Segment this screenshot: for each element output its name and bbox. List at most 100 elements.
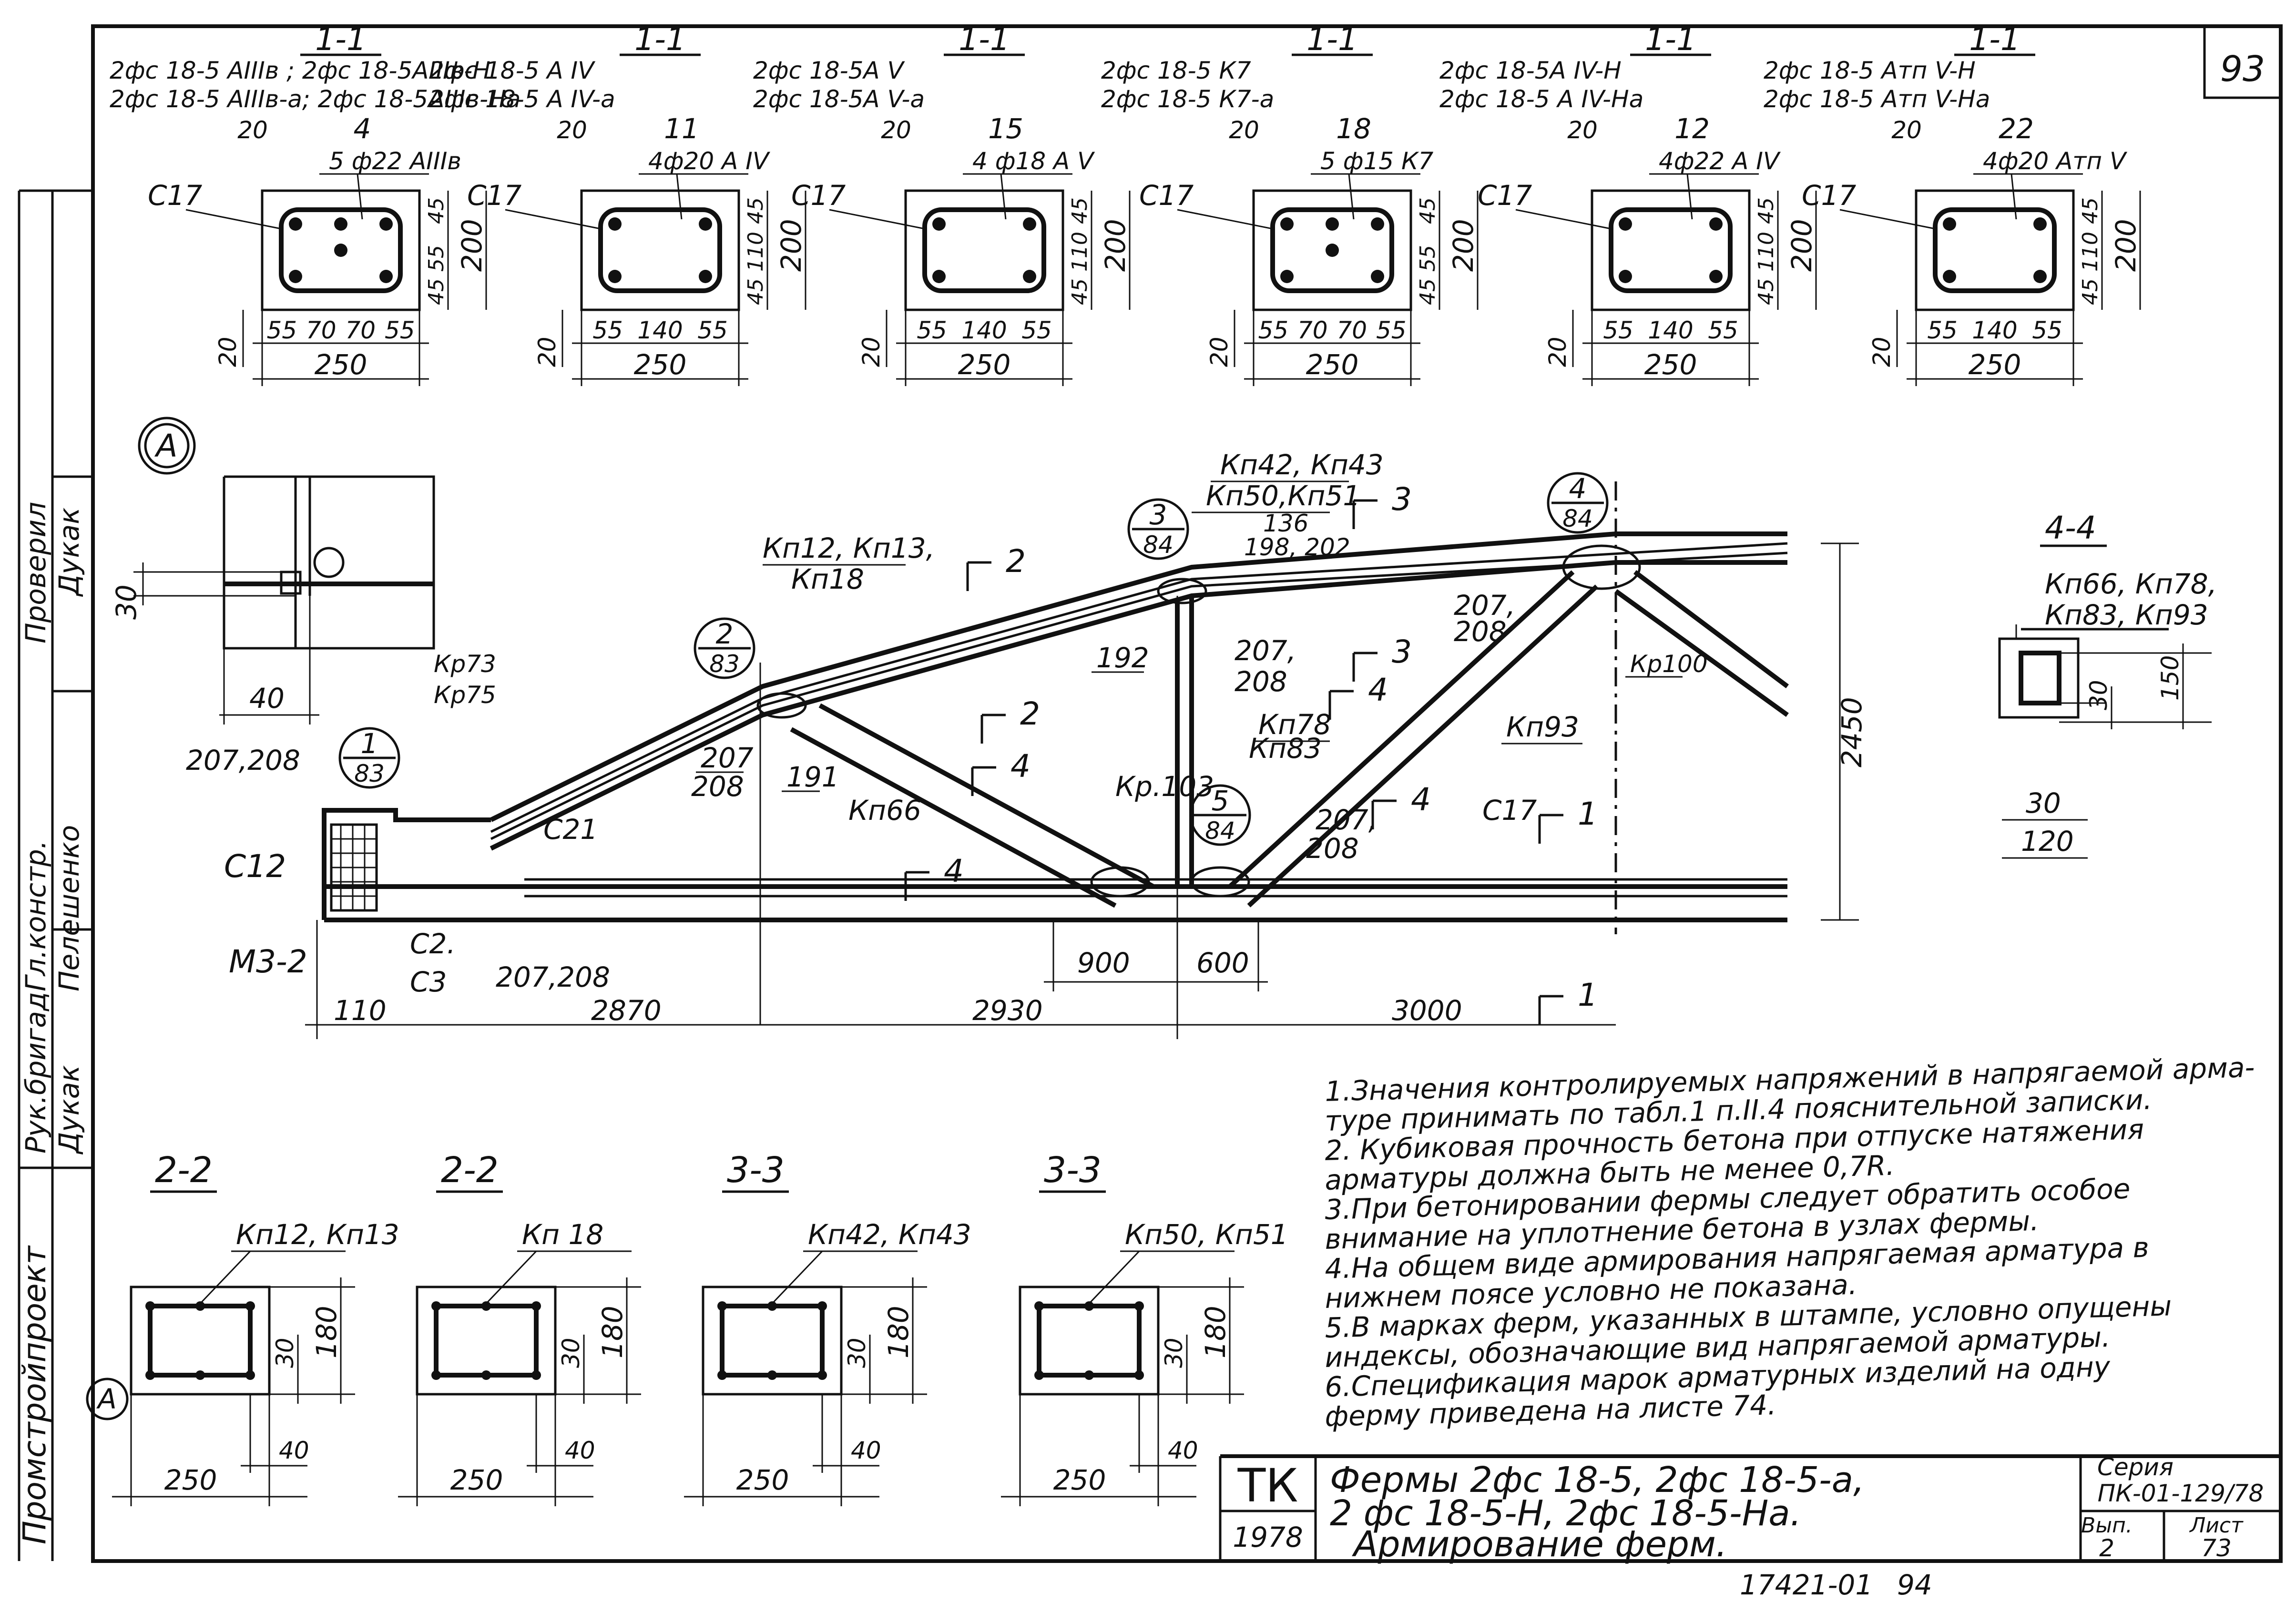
bottom-stamp: 17421-01 <box>1740 1569 1873 1601</box>
dim-h4: 45 <box>1754 278 1778 305</box>
section-mark-2: 2фс 18-5А V-а <box>753 85 925 113</box>
dim-segment: 70 <box>306 316 337 344</box>
section-mark-1: 2фс 18-5 А IV <box>429 57 596 84</box>
dim-cover: 20 <box>1868 337 1896 367</box>
dim-h4: 45 <box>1068 278 1092 305</box>
dim-width: 250 <box>1644 348 1697 381</box>
dim-width: 250 <box>736 1464 789 1496</box>
dim-width: 250 <box>315 348 367 381</box>
node-callout-bottom: 84 <box>1205 817 1235 845</box>
section-title: 1-1 <box>1306 21 1358 58</box>
dim-h4: 45 <box>744 278 768 305</box>
cut-mark-number: 4 <box>1010 748 1031 785</box>
dim-bottom-1: 2870 <box>591 994 662 1027</box>
stamp-role-3: Проверил <box>20 502 52 643</box>
dim-width: 250 <box>450 1464 503 1496</box>
side-dim: 20 <box>557 116 587 144</box>
clamp-label: С17 <box>148 179 202 212</box>
dim-segment: 55 <box>1708 316 1738 344</box>
truss-label-n207f: 207,208 <box>186 744 300 776</box>
node-callout-bottom: 83 <box>354 760 385 787</box>
rebar-callout: 4ф22 А IV <box>1659 147 1781 175</box>
dim-h2: 110 <box>744 232 768 272</box>
cut-mark-7: 4 <box>904 853 964 901</box>
section-mark-2: 2фс 18-5 Атп V-На <box>1764 85 1990 113</box>
cut-mark-number: 2 <box>1006 543 1026 580</box>
truss-label-n208b: 208 <box>1454 615 1507 648</box>
dim-cover: 20 <box>857 337 885 367</box>
dim-width: 250 <box>634 348 687 381</box>
node-callout-3: 384 <box>1127 498 1189 560</box>
truss-label-h2450: 2450 <box>1836 697 1868 767</box>
side-dim: 20 <box>237 116 268 144</box>
section-mark-1: 2фс 18-5 АIIIв ; 2фс 18-5АIIIв-Н <box>110 57 490 84</box>
dim-segment: 55 <box>1376 316 1407 344</box>
stamp-name-0: Дукак <box>53 1065 85 1155</box>
dim-30: 30 <box>271 1337 299 1368</box>
rebar-callout: 5 ф15 К7 <box>1320 147 1433 175</box>
section-mark-1: 2фс 18-5 Атп V-Н <box>1764 57 1976 84</box>
section-4-4-title: 4-4 <box>2045 510 2096 546</box>
side-dim: 20 <box>1567 116 1598 144</box>
cut-mark-number: 3 <box>1392 481 1412 518</box>
dim-segment: 70 <box>1297 316 1328 344</box>
truss-label-kp42: Кп42, Кп43 <box>1220 449 1384 481</box>
truss-label-c3: С3 <box>410 966 447 998</box>
rebar-callout: 4ф20 Атп V <box>1983 147 2128 175</box>
cut-mark-number: 3 <box>1392 633 1412 670</box>
general-notes: 1.Значения контролируемых напряжений в н… <box>1325 1051 2255 1433</box>
stamp-name-1: Пелешенко <box>53 825 85 991</box>
list-value: 73 <box>2201 1534 2232 1562</box>
dim-cover: 20 <box>1544 337 1571 367</box>
dim-h1: 45 <box>744 197 768 224</box>
cut-mark-4: 4 <box>1328 672 1388 720</box>
corner-number: 93 <box>2220 49 2265 90</box>
dim-segment: 55 <box>385 316 415 344</box>
cut-mark-number: 1 <box>1578 977 1598 1013</box>
dim-h4: 45 <box>424 278 449 305</box>
node-callout-5: 584 <box>1189 784 1251 846</box>
dim-segment: 55 <box>2032 316 2062 344</box>
dim-height: 200 <box>775 219 807 272</box>
node-callout-top: 4 <box>1569 472 1587 505</box>
section-mark-2: 2фс 18-5 А IV-а <box>429 85 615 113</box>
dim-width: 250 <box>1306 348 1359 381</box>
node-callout-top: 1 <box>361 727 378 760</box>
detail-a-callout-mark: А <box>96 1383 117 1415</box>
cut-mark-number: 2 <box>1020 695 1040 732</box>
section-label: Кп 18 <box>522 1218 603 1251</box>
truss-label-n207d: 207, <box>1316 804 1377 836</box>
section-mark-2: 2фс 18-5 А IV-На <box>1439 85 1643 113</box>
section-label: Кп50, Кп51 <box>1125 1218 1288 1251</box>
truss-label-c21: С21 <box>543 813 598 846</box>
dim-h2: 110 <box>1754 232 1778 272</box>
dim-40: 40 <box>1168 1437 1198 1464</box>
dim-width: 250 <box>958 348 1011 381</box>
dim-segment: 55 <box>1927 316 1958 344</box>
dim-height: 200 <box>1786 219 1818 272</box>
clamp-label: С17 <box>1802 179 1856 212</box>
section-title: 2-2 <box>155 1150 213 1191</box>
cut-mark-number: 4 <box>1368 672 1388 708</box>
cut-mark-8: 1 <box>1538 796 1598 844</box>
dim-cover: 20 <box>214 337 242 367</box>
dim-segment: 55 <box>1021 316 1052 344</box>
section-4-4-d120: 120 <box>2021 825 2074 858</box>
side-stamp: Промстройпроект Рук.бригад Гл.констр. Пр… <box>16 189 93 1561</box>
dim-h1: 45 <box>1754 197 1778 224</box>
dim-40: 40 <box>565 1437 595 1464</box>
position-number: 11 <box>664 112 699 145</box>
stamp-company: Промстройпроект <box>16 1245 53 1544</box>
dim-width: 250 <box>1053 1464 1106 1496</box>
dim-segment: 140 <box>961 316 1007 344</box>
cut-mark-0: 2 <box>966 543 1026 591</box>
section-4-4-label-2: Кп83, Кп93 <box>2045 599 2208 631</box>
dim-segment: 140 <box>1972 316 2017 344</box>
truss-label-kp78: Кп78 <box>1258 708 1331 741</box>
node-callout-2: 283 <box>694 617 755 679</box>
dim-segment: 70 <box>345 316 376 344</box>
